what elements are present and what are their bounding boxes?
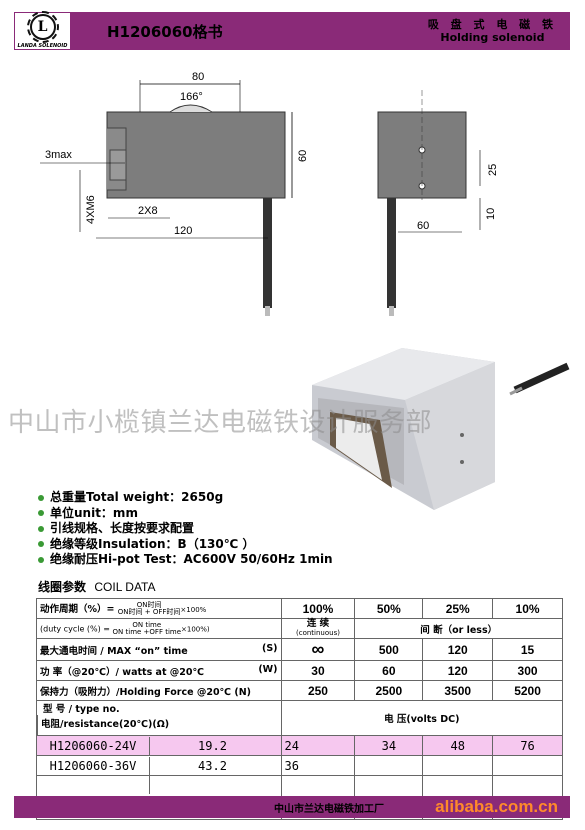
resistance-cell: 43.2 xyxy=(149,756,275,775)
pct-100: 100% xyxy=(280,598,356,619)
type-label: 型 号 / type no. xyxy=(43,704,120,715)
header-bar: L LANDA SOLENOID H1206060格书 吸 盘 式 电 磁 铁 … xyxy=(14,10,570,50)
bullet-icon xyxy=(38,525,44,532)
table-row: 功 率（@20℃）/ watts at @20℃(W) 30 60 120 30… xyxy=(36,660,563,681)
dim-80: 80 xyxy=(192,71,204,83)
max-on-label: 最大通电时间 / MAX “on” time(S) xyxy=(36,638,282,661)
product-type: 吸 盘 式 电 磁 铁 Holding solenoid xyxy=(428,18,557,44)
table-row: (duty cycle (%) = ON time ON time +OFF t… xyxy=(36,618,563,639)
dim-3max: 3max xyxy=(45,149,72,161)
pct-25: 25% xyxy=(422,598,494,619)
logo-text: LANDA SOLENOID xyxy=(17,42,68,49)
dim-10: 10 xyxy=(485,208,497,220)
model-cell: H1206060-36V xyxy=(49,758,137,773)
header-band: H1206060格书 吸 盘 式 电 磁 铁 Holding solenoid xyxy=(71,13,569,49)
spec-item: 单位unit：mm xyxy=(38,506,333,522)
coil-data-table: 动作周期（%）= ON时间 ON时间 + OFF时间 ×100% 100% 50… xyxy=(36,598,564,820)
spec-item: 总重量Total weight：2650g xyxy=(38,490,333,506)
continuous-cell: 连 续 (continuous) xyxy=(280,618,356,639)
front-view-body xyxy=(106,111,286,199)
logo: L LANDA SOLENOID xyxy=(15,10,71,49)
bullet-icon xyxy=(38,494,44,501)
dim-60: 60 xyxy=(297,150,309,162)
intermittent-cell: 间 断（or less） xyxy=(354,618,563,639)
dim-120: 120 xyxy=(174,225,192,237)
dim-4xm6: 4XM6 xyxy=(85,195,97,224)
model-cell: H1206060-24V xyxy=(49,738,137,753)
dim-25: 25 xyxy=(487,164,499,176)
table-row xyxy=(36,775,563,798)
product-type-en: Holding solenoid xyxy=(440,31,545,44)
coil-data-title: 线圈参数 COIL DATA xyxy=(38,580,156,594)
arc-notch xyxy=(169,104,213,113)
page-title: H1206060格书 xyxy=(107,22,223,41)
watermark-text: 中山市小榄镇兰达电磁铁设计服务部 xyxy=(8,408,433,438)
spec-item: 绝缘等级Insulation：B（130℃ ） xyxy=(38,537,333,553)
power-label: 功 率（@20℃）/ watts at @20℃(W) xyxy=(36,660,282,681)
side-lead-wire xyxy=(387,198,396,308)
dim-angle: 166° xyxy=(180,91,203,103)
force-label: 保持力（吸附力）/Holding Force @20℃ (N) xyxy=(36,680,282,701)
pct-10: 10% xyxy=(492,598,563,619)
product-photo xyxy=(312,348,570,510)
table-row: 保持力（吸附力）/Holding Force @20℃ (N) 250 2500… xyxy=(36,680,563,701)
footer-site-link[interactable]: alibaba.com.cn xyxy=(435,797,558,816)
table-row: 最大通电时间 / MAX “on” time(S) ∞ 500 120 15 xyxy=(36,638,563,661)
resistance-label: 电阻/resistance(20℃)(Ω) xyxy=(37,715,169,735)
dim-side-60: 60 xyxy=(417,220,429,232)
voltage-label: 电 压(volts DC) xyxy=(280,700,564,736)
resistance-cell: 19.2 xyxy=(149,736,275,755)
pct-50: 50% xyxy=(354,598,424,619)
lead-wire xyxy=(263,198,272,308)
product-type-cn: 吸 盘 式 电 磁 铁 xyxy=(427,18,557,31)
duty-en-cell: (duty cycle (%) = ON time ON time +OFF t… xyxy=(36,618,282,639)
spec-item: 绝缘耐压Hi-pot Test：AC600V 50/60Hz 1min xyxy=(38,552,333,568)
table-header-row: 型 号 / type no.电阻/resistance(20℃)(Ω) 电 压(… xyxy=(36,700,564,736)
spec-list: 总重量Total weight：2650g 单位unit：mm 引线规格、长度按… xyxy=(38,490,333,568)
bullet-icon xyxy=(38,541,44,548)
bullet-icon xyxy=(38,510,44,517)
table-row: 动作周期（%）= ON时间 ON时间 + OFF时间 ×100% 100% 50… xyxy=(36,598,563,619)
dim-2x8: 2X8 xyxy=(138,205,158,217)
duty-cn-cell: 动作周期（%）= ON时间 ON时间 + OFF时间 ×100% xyxy=(36,598,282,619)
logo-mark: L xyxy=(26,10,59,43)
spec-item: 引线规格、长度按要求配置 xyxy=(38,521,333,537)
footer-bar: 中山市兰达电磁铁加工厂 alibaba.com.cn xyxy=(14,796,570,818)
footer-company: 中山市兰达电磁铁加工厂 xyxy=(274,804,384,815)
bullet-icon xyxy=(38,556,44,563)
